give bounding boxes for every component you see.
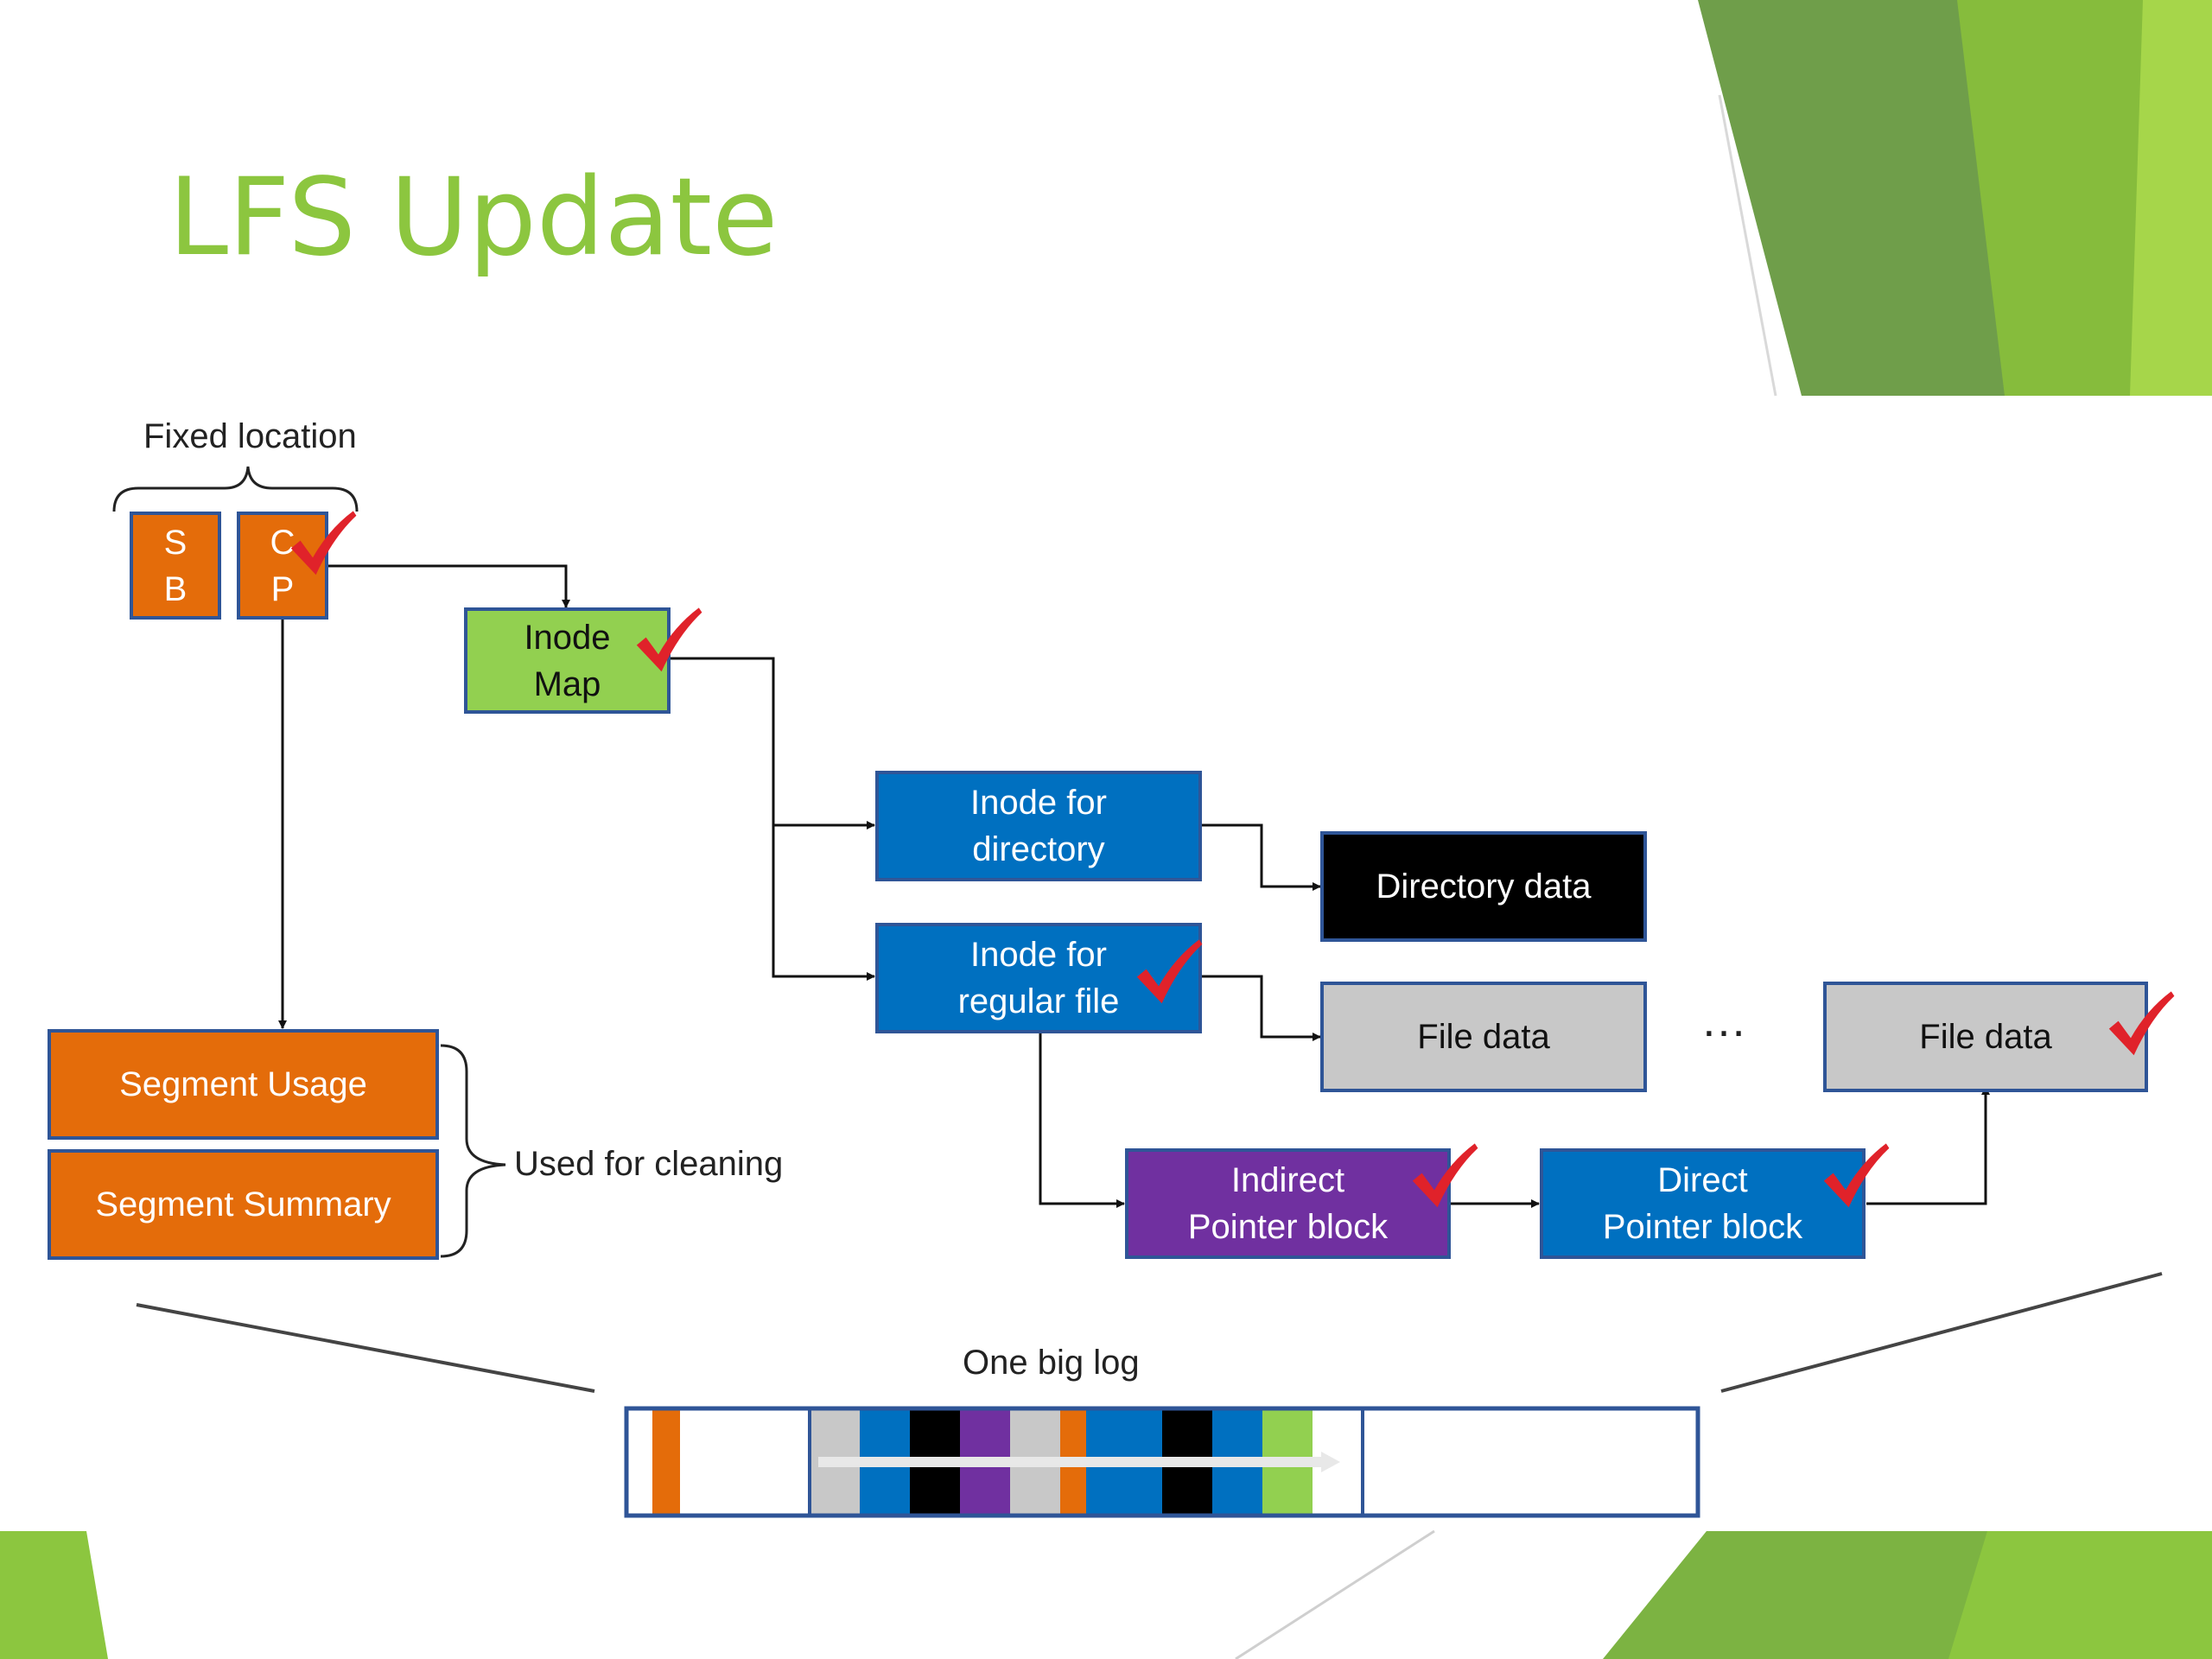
check-mark-icon	[290, 511, 357, 575]
arrow-direct-to-file-data	[1866, 1086, 1990, 1205]
log-block-orange	[652, 1408, 680, 1516]
file-data-box-1: File data	[1320, 982, 1647, 1092]
one-big-log-label: One big log	[963, 1344, 1140, 1382]
arrow-cp-to-imap	[327, 564, 570, 608]
directory-data-box: Directory data	[1320, 831, 1647, 942]
check-mark-icon	[1136, 939, 1203, 1004]
log-bar-outline	[624, 1406, 1700, 1518]
direct-pointer-block-box: Direct Pointer block	[1540, 1148, 1866, 1259]
used-for-cleaning-label: Used for cleaning	[514, 1145, 784, 1183]
arrow-imap-to-inode-dir	[669, 657, 875, 830]
inode-map-box: Inode Map	[464, 607, 671, 714]
check-mark-icon	[1412, 1143, 1478, 1208]
zoom-line-right	[1720, 1272, 2163, 1393]
ellipsis-label: …	[1700, 995, 1747, 1046]
log-bar	[624, 1406, 1700, 1518]
log-block-white	[680, 1408, 810, 1516]
log-write-direction-arrowhead	[1321, 1452, 1340, 1472]
arrow-imap-to-inode-file	[772, 825, 875, 981]
arrow-inode-file-to-file-data	[1201, 975, 1321, 1041]
arrow-inode-dir-to-dir-data	[1201, 823, 1321, 891]
segment-summary-box: Segment Summary	[48, 1149, 439, 1260]
indirect-pointer-block-box: Indirect Pointer block	[1125, 1148, 1451, 1259]
inode-directory-box: Inode for directory	[875, 771, 1202, 881]
fixed-location-label: Fixed location	[143, 417, 357, 455]
slide-title: LFS Update	[168, 156, 779, 280]
zoom-line-left	[136, 1303, 595, 1393]
log-block-white	[1313, 1408, 1672, 1516]
check-mark-icon	[1823, 1143, 1890, 1208]
segment-usage-box: Segment Usage	[48, 1029, 439, 1140]
cleaning-brace	[440, 1044, 506, 1258]
superblock-box: S B	[130, 512, 221, 620]
check-mark-icon	[2108, 991, 2175, 1056]
fixed-location-brace	[112, 466, 359, 512]
file-data-box-2: File data	[1823, 982, 2148, 1092]
check-mark-icon	[636, 607, 702, 672]
arrow-inode-file-to-indirect	[1039, 1033, 1125, 1208]
